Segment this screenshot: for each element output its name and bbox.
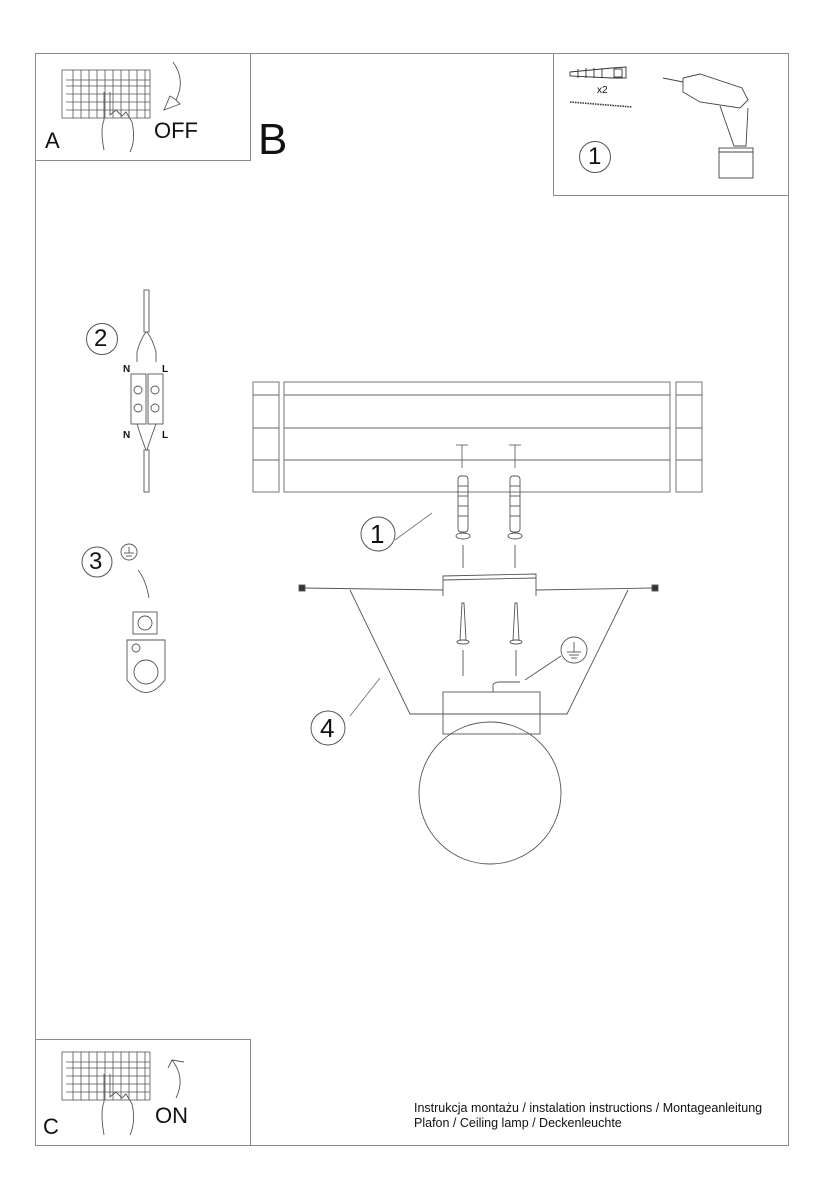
step-a-label: A bbox=[45, 128, 60, 153]
wire-l-bottom: L bbox=[162, 430, 169, 441]
terminal-block-icon bbox=[130, 289, 164, 493]
callout-1-tools bbox=[579, 141, 611, 173]
wall-plug-icon bbox=[455, 475, 523, 568]
step-c-box bbox=[35, 1039, 251, 1146]
drill-icon bbox=[662, 73, 754, 179]
footer-title: Instrukcja montażu / instalation instruc… bbox=[414, 1101, 762, 1131]
circuit-breaker-icon bbox=[61, 69, 151, 119]
callout-4-number: 4 bbox=[320, 713, 335, 743]
footer-line-1: Instrukcja montażu / instalation instruc… bbox=[414, 1101, 763, 1115]
callout-1-tools-number: 1 bbox=[588, 143, 602, 170]
hand-icon bbox=[101, 92, 135, 153]
callout-2 bbox=[86, 323, 118, 355]
ground-symbol-icon bbox=[120, 543, 138, 561]
glass-globe bbox=[418, 721, 562, 865]
ground-symbol-icon bbox=[524, 636, 588, 681]
arrow-down-icon bbox=[163, 61, 181, 111]
wire-n-top: N bbox=[123, 364, 131, 375]
callout-4 bbox=[310, 710, 346, 746]
circuit-breaker-icon bbox=[61, 1051, 151, 1101]
wire-l-top: L bbox=[162, 364, 169, 375]
ceiling-mount-bar bbox=[252, 381, 703, 493]
outer-frame bbox=[35, 53, 789, 1146]
step-c-label: C bbox=[43, 1114, 59, 1139]
hand-icon bbox=[101, 1074, 135, 1136]
callout-1-plugs bbox=[360, 516, 396, 552]
wall-plug-icon bbox=[569, 66, 627, 79]
step-a-box bbox=[35, 53, 251, 161]
tools-box bbox=[553, 53, 789, 196]
off-label: OFF bbox=[154, 118, 198, 143]
on-label: ON bbox=[155, 1103, 188, 1128]
callout-3-number: 3 bbox=[89, 548, 103, 575]
screw-icon bbox=[569, 101, 633, 108]
screw-icon bbox=[456, 602, 523, 676]
wire-n-bottom: N bbox=[123, 430, 131, 441]
quantity-label: x2 bbox=[597, 85, 608, 96]
arrow-up-icon bbox=[167, 1059, 185, 1099]
footer-line-2: Plafon / Ceiling lamp / Deckenleuchte bbox=[414, 1116, 622, 1130]
callout-3 bbox=[81, 546, 113, 578]
mounting-bracket bbox=[298, 573, 659, 596]
callout-2-number: 2 bbox=[94, 325, 108, 352]
canopy bbox=[349, 589, 629, 735]
ground-terminal-icon bbox=[126, 569, 166, 693]
callout-1-plugs-number: 1 bbox=[370, 519, 385, 549]
step-b-label: B bbox=[258, 115, 288, 164]
